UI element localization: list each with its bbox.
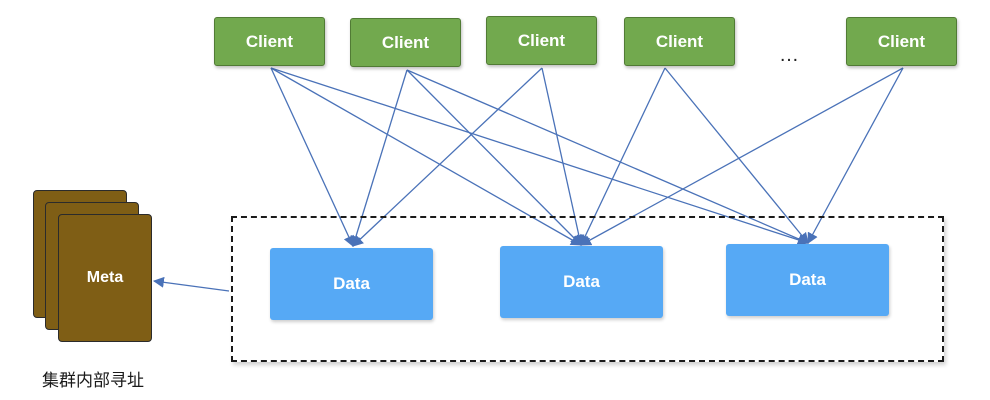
- meta-node: Meta: [58, 214, 152, 342]
- more-clients-ellipsis: …: [779, 44, 800, 66]
- client-node: Client: [214, 17, 325, 66]
- connection-arrow: [807, 67, 904, 244]
- connection-arrow: [580, 67, 904, 246]
- connection-arrow: [152, 276, 230, 292]
- client-node: Client: [350, 18, 461, 67]
- data-cluster-boundary: [231, 216, 944, 362]
- client-node: Client: [846, 17, 957, 66]
- connection-arrow: [406, 69, 582, 246]
- connection-arrow: [541, 67, 585, 247]
- cluster-addressing-caption: 集群内部寻址: [42, 371, 144, 391]
- client-node: Client: [624, 17, 735, 66]
- connection-arrow: [406, 69, 810, 245]
- data-node: Data: [500, 246, 663, 318]
- client-node: Client: [486, 16, 597, 65]
- data-node: Data: [726, 244, 889, 316]
- data-node: Data: [270, 248, 433, 320]
- connection-arrow: [270, 67, 582, 246]
- connection-arrow: [270, 67, 810, 246]
- connection-arrow: [580, 67, 666, 246]
- connection-arrow: [664, 67, 809, 244]
